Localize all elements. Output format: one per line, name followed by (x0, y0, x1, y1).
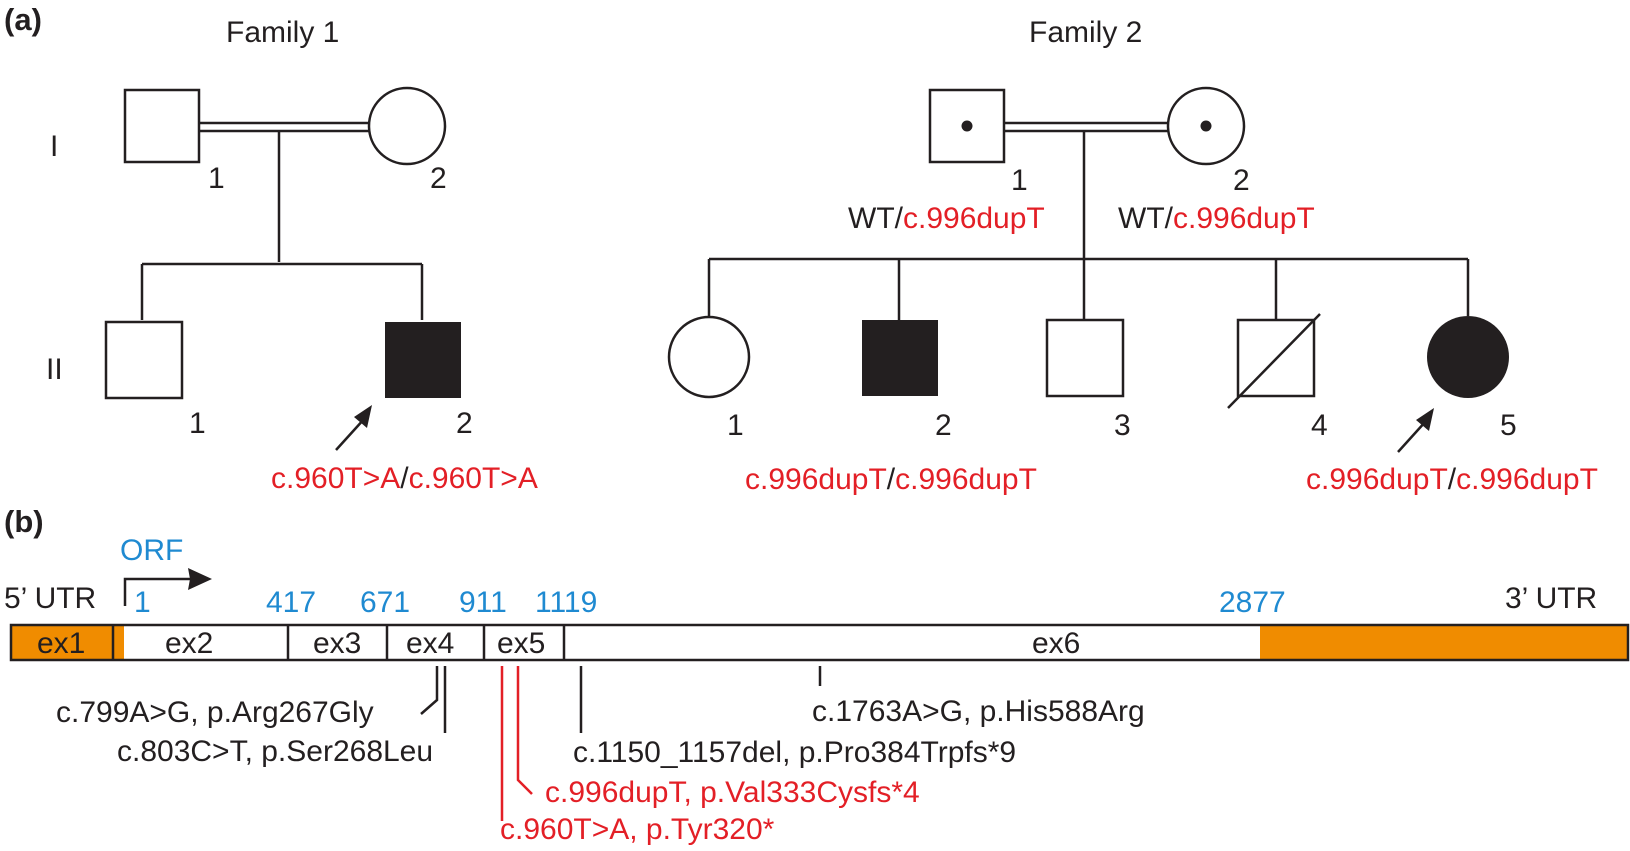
family1-II2-genotype: c.960T>A/c.960T>A (271, 462, 538, 495)
variant-label-1763: c.1763A>G, p.His588Arg (812, 695, 1145, 728)
family2-II2-number: 2 (935, 409, 952, 442)
ex1-utr-fill (11, 625, 124, 660)
family1-II1-number: 1 (189, 407, 206, 440)
generation-II-label: II (46, 353, 63, 386)
position-1119: 1119 (535, 586, 597, 619)
family2-I1-carrier-male (928, 88, 1006, 164)
family2-II4-number: 4 (1311, 409, 1328, 442)
panel-b-label: (b) (4, 504, 44, 539)
family1-I1-number: 1 (208, 162, 225, 195)
utr3-label: 3’ UTR (1505, 582, 1597, 615)
family2-II2-genotype: c.996dupT/c.996dupT (745, 463, 1037, 496)
family2-I2-number: 2 (1233, 164, 1250, 197)
proband-arrow-shaft (335, 417, 366, 451)
gene-structure: ORF 5’ UTR 3’ UTR 1 417 671 911 1119 287… (4, 534, 1630, 846)
position-2877: 2877 (1219, 586, 1286, 619)
family1-I1-male (123, 88, 201, 164)
family2-I2-genotype: WT/c.996dupT (1118, 202, 1315, 235)
family1-I2-number: 2 (430, 162, 447, 195)
exon-label-ex5: ex5 (497, 627, 545, 660)
family-1-title: Family 1 (226, 16, 339, 49)
carrier-dot-icon (1200, 120, 1212, 132)
family-1-pedigree: Family 1 I II 1 2 1 2 c.960T>A/c.960T>A (46, 16, 538, 495)
family2-I1-number: 1 (1011, 164, 1028, 197)
variant-marker-996 (516, 666, 533, 795)
carrier-dot-icon (961, 120, 973, 132)
utr3-fill (1260, 625, 1628, 660)
family2-II1-number: 1 (727, 409, 744, 442)
variant-label-1150: c.1150_1157del, p.Pro384Trpfs*9 (573, 736, 1016, 769)
exon-label-ex1: ex1 (37, 627, 85, 660)
proband-arrow-icon (1416, 408, 1434, 431)
exon-label-ex4: ex4 (406, 627, 454, 660)
family-2-pedigree: Family 2 1 2 WT/c.996dupT WT/c.996dupT 1… (667, 16, 1598, 496)
exon-label-ex6: ex6 (1032, 627, 1080, 660)
position-671: 671 (360, 586, 410, 619)
family2-II2-affected-male (862, 320, 938, 396)
family1-II2-number: 2 (456, 407, 473, 440)
family1-II2-affected-male (385, 322, 461, 398)
position-417: 417 (266, 586, 316, 619)
utr5-label: 5’ UTR (4, 582, 96, 615)
variant-label-960: c.960T>A, p.Tyr320* (500, 813, 775, 846)
family2-II5-genotype: c.996dupT/c.996dupT (1306, 463, 1598, 496)
exon-bar-outline (9, 623, 1630, 662)
exon-label-ex2: ex2 (165, 627, 213, 660)
position-911: 911 (459, 586, 507, 619)
family2-II1-female (667, 315, 751, 399)
panel-a-label: (a) (4, 2, 42, 37)
proband-arrow-shaft (1397, 420, 1427, 453)
family1-I2-female (367, 86, 447, 166)
orf-arrow-line (123, 577, 200, 606)
family2-I1-genotype: WT/c.996dupT (848, 202, 1045, 235)
proband-arrow-icon (354, 405, 372, 428)
family2-II5-number: 5 (1500, 409, 1517, 442)
family1-II1-male (104, 320, 184, 400)
generation-I-label: I (50, 130, 58, 163)
variant-label-799: c.799A>G, p.Arg267Gly (56, 696, 374, 729)
variant-label-803: c.803C>T, p.Ser268Leu (117, 735, 433, 768)
variant-marker-799 (420, 666, 439, 715)
family2-II3-number: 3 (1114, 409, 1131, 442)
exon-label-ex3: ex3 (313, 627, 361, 660)
deceased-slash (1227, 313, 1321, 409)
family2-II5-affected-female (1427, 316, 1509, 398)
position-1: 1 (134, 586, 151, 619)
orf-label: ORF (120, 534, 183, 567)
family2-II3-male (1045, 318, 1125, 398)
family-2-title: Family 2 (1029, 16, 1142, 49)
variant-label-996: c.996dupT, p.Val333Cysfs*4 (545, 776, 920, 809)
orf-arrow-icon (188, 568, 212, 590)
